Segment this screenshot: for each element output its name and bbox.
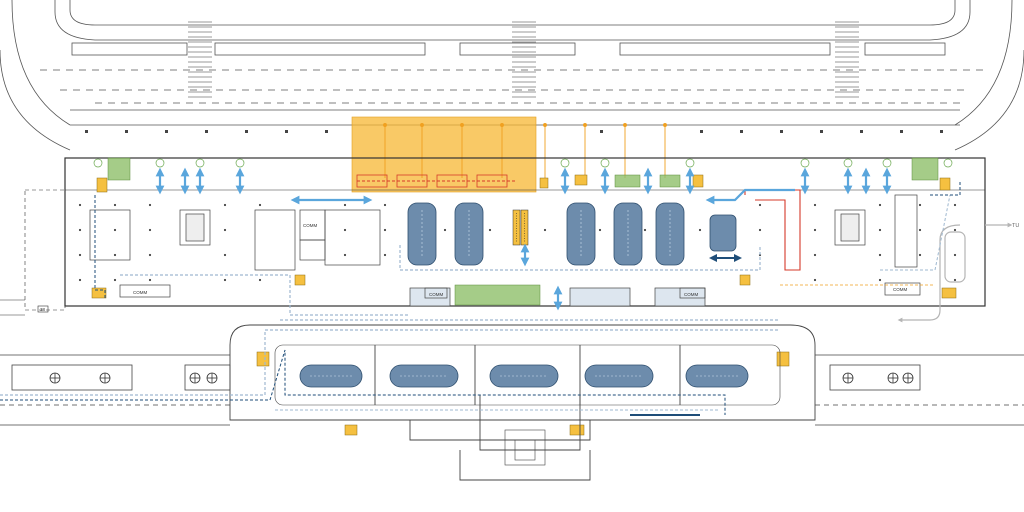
small-tag: 38 — [40, 307, 46, 312]
comm-label: COMM — [429, 292, 443, 297]
comm-label: COMM — [684, 292, 698, 297]
elevator-icon — [739, 274, 751, 286]
lower-baggage-carousels — [299, 364, 749, 388]
lower-rooms — [119, 282, 921, 307]
core-rooms — [89, 194, 918, 271]
highlighted-yellow-zone — [351, 116, 537, 193]
elevator-icon — [539, 177, 549, 189]
lower-level-outline — [229, 324, 816, 481]
terminal-outline — [0, 157, 986, 316]
comm-label: COMM — [303, 223, 317, 228]
restrooms — [107, 157, 939, 306]
left-right-arrow-icon — [290, 188, 795, 205]
gray-route — [897, 222, 1013, 323]
orange-connectors — [383, 123, 667, 178]
crosswalk-center — [512, 21, 536, 98]
marker-icon — [49, 372, 914, 384]
elevators — [91, 174, 957, 436]
tu-label: TU — [1012, 223, 1019, 229]
restroom-icon — [107, 157, 131, 181]
restroom-icon — [911, 157, 939, 181]
comm-label: COMM — [893, 287, 907, 292]
carousel — [709, 214, 737, 252]
escalator-icon — [512, 209, 529, 246]
crosswalk-right — [835, 21, 859, 98]
elevator-icon — [96, 177, 108, 193]
elevator-icon — [776, 351, 790, 367]
up-down-arrow-icon — [155, 167, 892, 311]
restroom-icon — [454, 284, 541, 306]
elevator-icon — [692, 174, 704, 188]
restroom-icon — [659, 174, 681, 188]
elevator-icon — [294, 274, 306, 286]
lower-circulation-paths — [0, 319, 780, 416]
circulation-paths — [94, 180, 961, 316]
elevator-icon — [569, 424, 585, 436]
elevator-icon — [939, 177, 951, 191]
elevator-icon — [941, 287, 957, 299]
facade-marks — [85, 130, 943, 133]
comm-label: COMM — [133, 290, 147, 295]
restroom-icon — [614, 174, 641, 188]
roadway — [0, 0, 1024, 151]
column-grid — [78, 203, 957, 282]
baggage-claim-carousels — [407, 202, 737, 266]
elevator-icon — [344, 424, 358, 436]
crosswalks — [188, 21, 859, 98]
side-road-lower — [0, 354, 1024, 426]
crosswalk-left — [188, 21, 212, 98]
elevator-icon — [91, 287, 107, 299]
elevator-icon — [256, 351, 270, 367]
marker-icon — [93, 158, 953, 168]
elevator-icon — [574, 174, 588, 186]
